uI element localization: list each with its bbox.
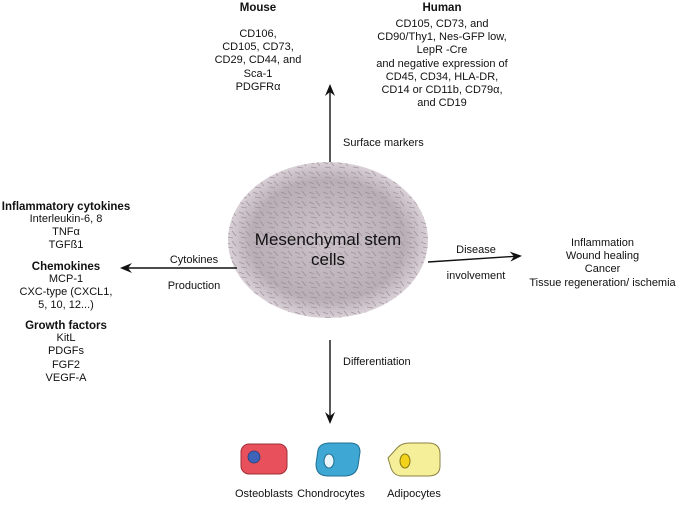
mouse-line: CD105, CD73, [222, 41, 294, 54]
osteoblasts-label: Osteoblasts [234, 488, 294, 500]
cytokines-label-line: Cytokines [169, 254, 219, 266]
growth-factor-line: FGF2 [51, 358, 81, 371]
adipocytes-label: Adipocytes [387, 488, 441, 500]
chemokines-line: MCP-1 [48, 272, 84, 285]
inflammatory-line: Interleukin-6, 8 [29, 213, 103, 225]
osteoblast-cell-icon [240, 443, 288, 475]
disease-label-line: involvement [446, 270, 506, 282]
human-line: and CD19 [417, 97, 467, 110]
surface-markers-label: Surface markers [343, 137, 424, 149]
growth-factors-heading: Growth factors [25, 320, 107, 333]
mouse-heading: Mouse [239, 2, 277, 14]
human-heading: Human [422, 2, 462, 14]
mouse-line: CD29, CD44, and [214, 54, 302, 67]
mouse-line: Sca-1 [243, 67, 273, 80]
msc-title: Mesenchymal stem cells [238, 230, 418, 270]
cytokines-production-label: Cytokines Production [150, 247, 238, 299]
disease-list: Inflammation Wound healing Cancer Tissue… [520, 237, 685, 290]
chondrocyte-cell-icon [315, 442, 361, 477]
msc-title-line: cells [310, 250, 345, 269]
chondrocytes-label: Chondrocytes [297, 488, 365, 500]
inflammatory-line: TNFα [52, 226, 80, 239]
msc-ellipse [228, 162, 428, 318]
growth-factor-line: PDGFs [47, 345, 85, 358]
inflammatory-heading: Inflammatory cytokines [1, 201, 131, 213]
human-line: CD14 or CD11b, CD79α, [381, 84, 503, 97]
disease-item: Tissue regeneration/ ischemia [529, 276, 676, 289]
arrow-right [427, 251, 522, 263]
inflammatory-line: TGFß1 [48, 239, 84, 252]
adipocyte-cell-icon [387, 442, 441, 477]
human-line: CD90/Thy1, Nes-GFP low, [377, 31, 507, 44]
human-line: and negative expression of [376, 57, 508, 70]
disease-item: Wound healing [565, 250, 640, 263]
disease-item: Inflammation [571, 237, 634, 249]
chemokines-heading: Chemokines [31, 260, 101, 273]
growth-factor-line: KitL [56, 332, 76, 345]
disease-involvement-label: Disease involvement [436, 237, 516, 289]
msc-title-line: Mesenchymal stem [254, 230, 402, 249]
cytokines-list: Inflammatory cytokines Interleukin-6, 8 … [0, 201, 132, 385]
mouse-markers: Mouse CD106, CD105, CD73, CD29, CD44, an… [193, 2, 323, 94]
chemokines-line: CXC-type (CXCL1, [19, 285, 113, 298]
human-line: CD45, CD34, HLA-DR, [385, 70, 499, 83]
human-line: LepR -Cre [416, 44, 468, 57]
disease-item: Cancer [584, 263, 621, 276]
human-markers: Human CD105, CD73, and CD90/Thy1, Nes-GF… [358, 2, 526, 110]
growth-factor-line: VEGF-A [45, 371, 87, 384]
cytokines-label-line: Production [167, 280, 221, 292]
chemokines-line: 5, 10, 12...) [38, 299, 94, 312]
disease-label-line: Disease [456, 244, 496, 256]
mouse-line: PDGFRα [235, 80, 281, 93]
mouse-line: CD106, [239, 28, 277, 40]
differentiation-label: Differentiation [343, 356, 411, 368]
human-line: CD105, CD73, and [395, 18, 489, 30]
